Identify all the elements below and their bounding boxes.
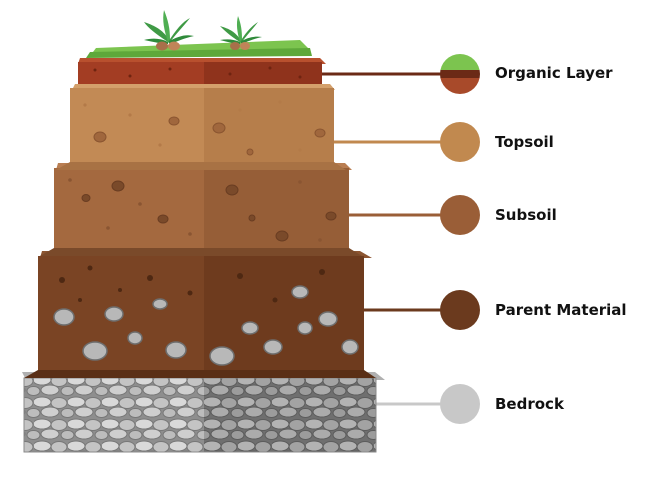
label-bedrock: Bedrock <box>495 395 564 413</box>
label-organic-layer: Organic Layer <box>495 64 613 82</box>
grass-top <box>86 40 312 58</box>
plant-icon <box>220 16 262 50</box>
swatch-parent <box>440 290 480 330</box>
label-topsoil: Topsoil <box>495 133 554 151</box>
rock-icon <box>53 285 359 366</box>
subsoil-block <box>40 163 362 256</box>
label-parent-material: Parent Material <box>495 301 627 319</box>
bedrock-block <box>22 372 385 453</box>
swatch-bedrock <box>440 384 480 424</box>
legend-swatches <box>440 54 480 424</box>
topsoil-block <box>56 84 346 170</box>
swatch-organic <box>440 54 480 94</box>
swatch-subsoil <box>440 195 480 235</box>
plant-icon <box>144 10 194 51</box>
parent-material-block <box>24 251 376 378</box>
swatch-topsoil <box>440 122 480 162</box>
connector-lines <box>320 72 445 406</box>
label-subsoil: Subsoil <box>495 206 557 224</box>
organic-layer-block <box>78 58 326 84</box>
